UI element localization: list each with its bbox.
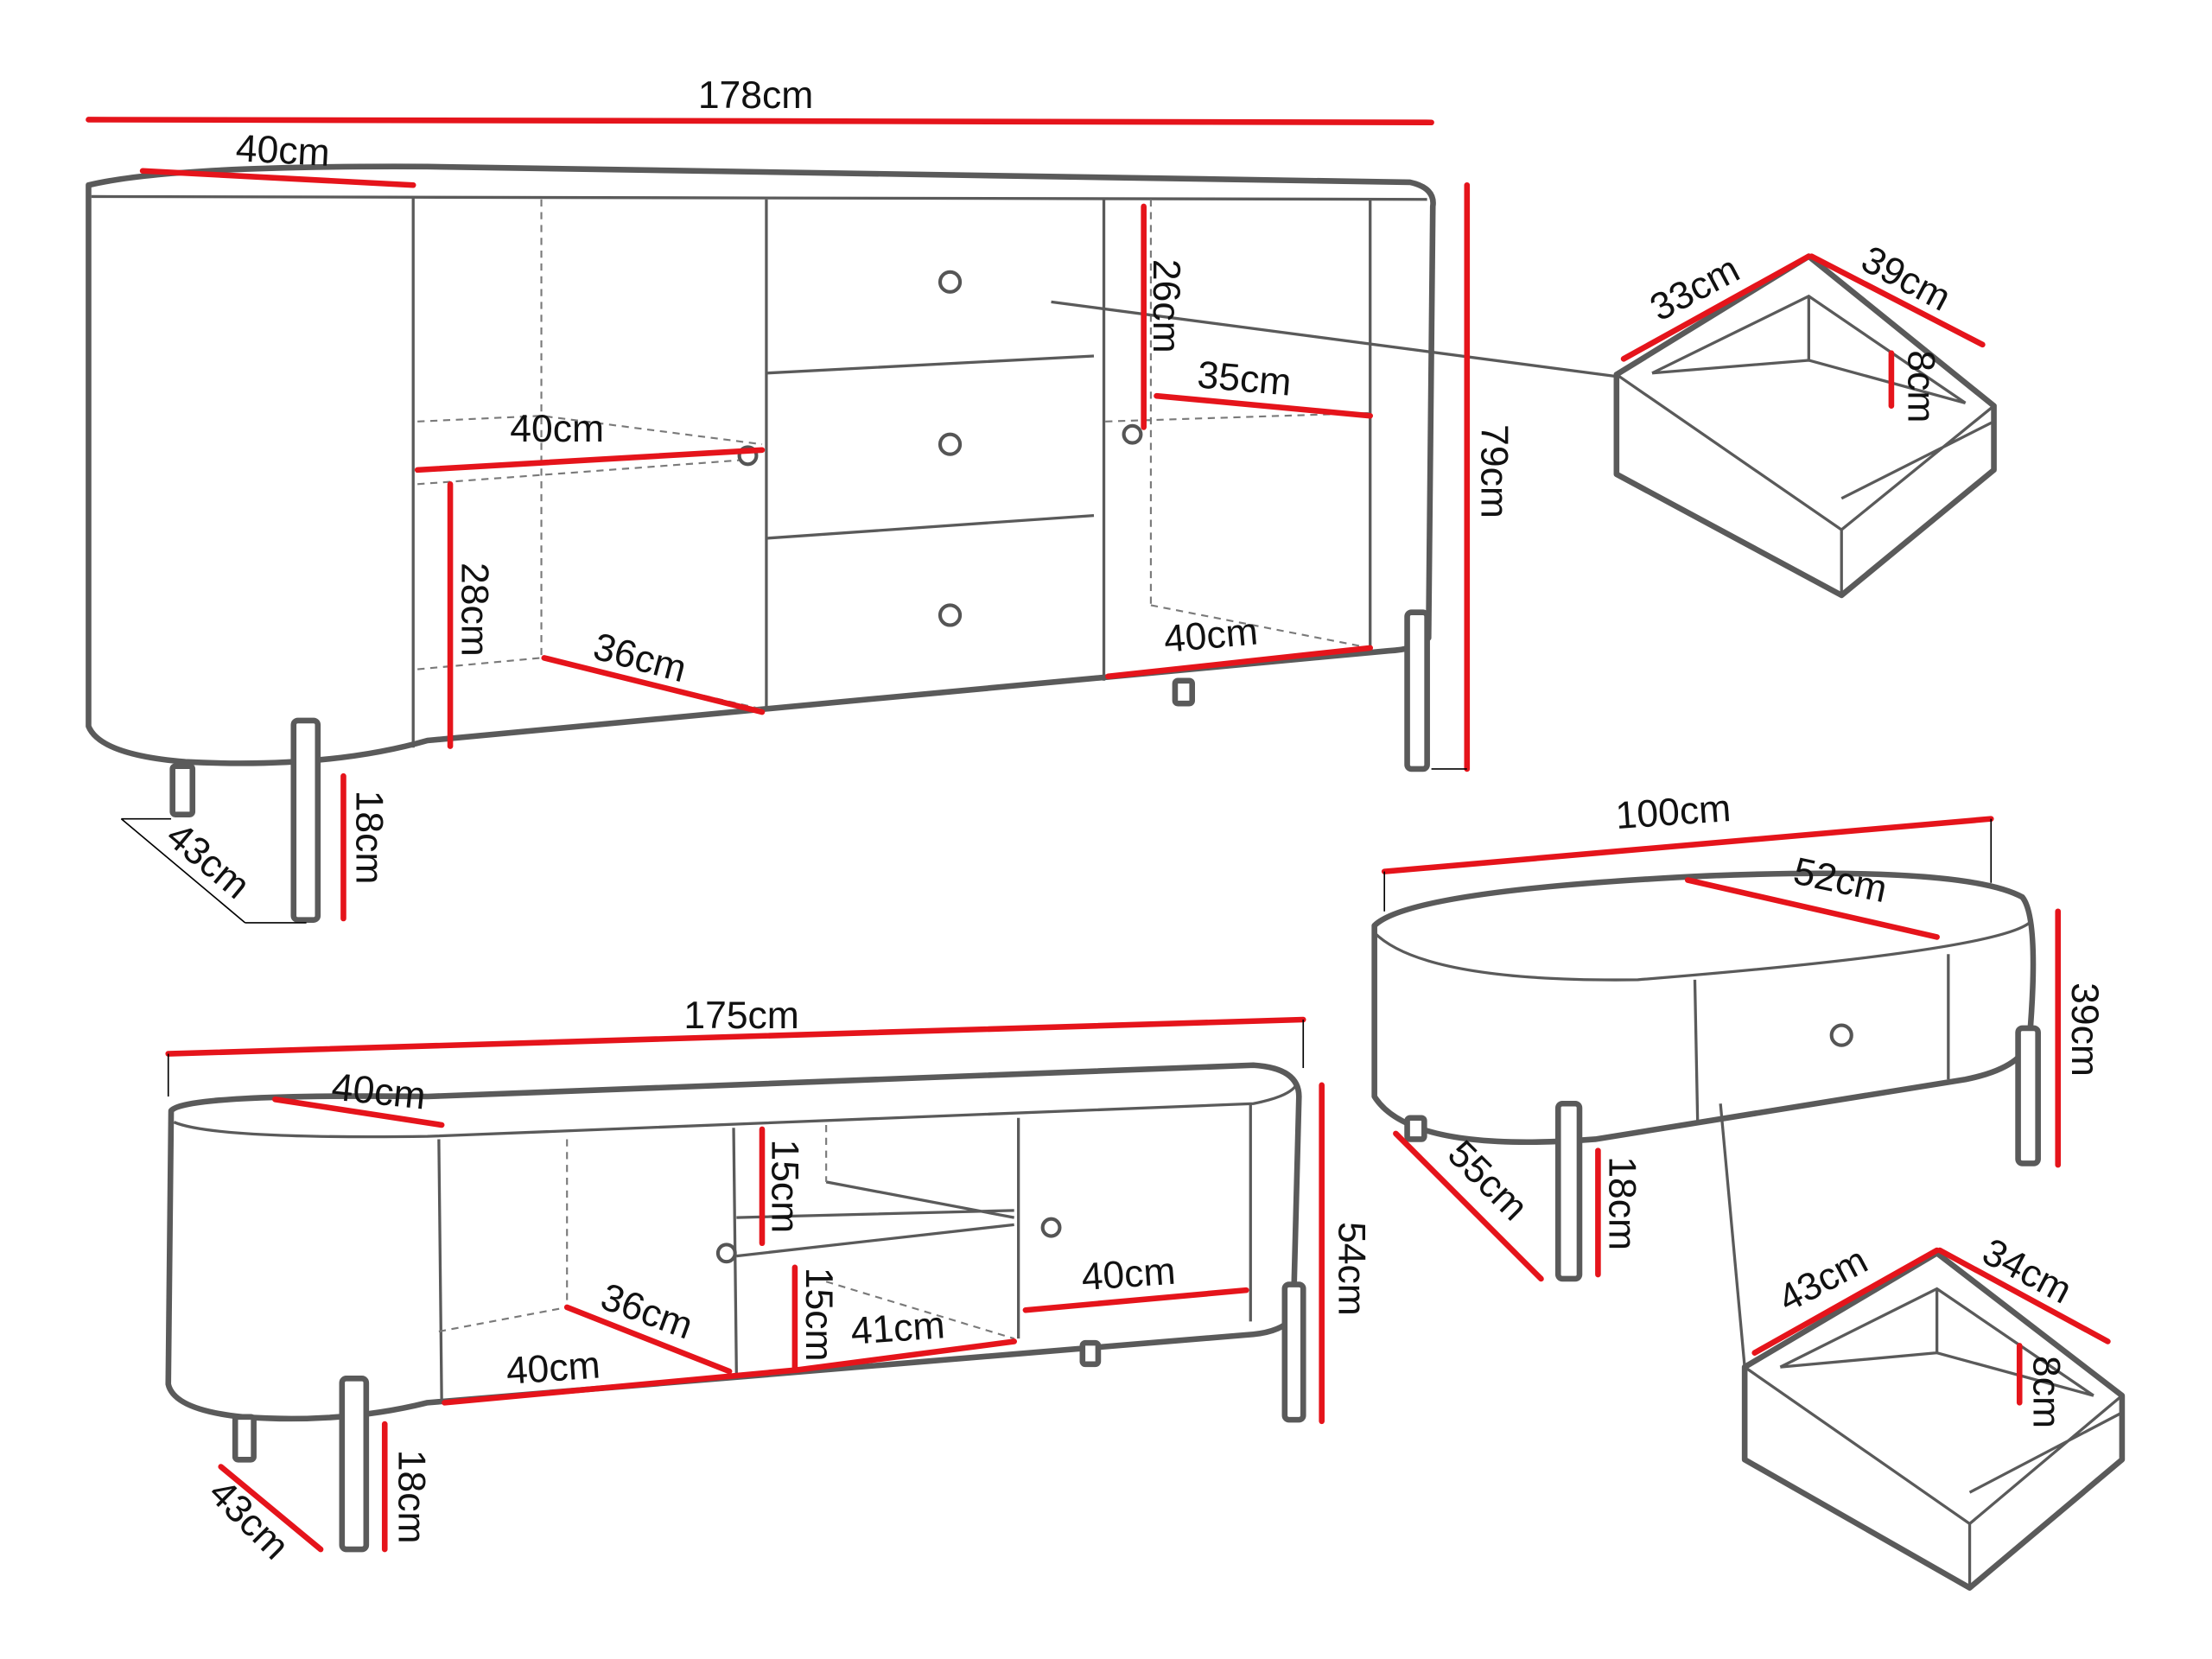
coffee-table-height-label: 39cm (2063, 982, 2106, 1077)
sideboard-width-label: 178cm (698, 74, 814, 117)
door-knob (715, 1243, 737, 1264)
coffee-table-drawer-height-label: 8cm (2025, 1356, 2068, 1428)
sideboard-drawer-height-label: 26cm (1145, 259, 1187, 353)
leg (1404, 1115, 1427, 1142)
tv-stand-depth-label: 40cm (330, 1066, 428, 1118)
coffee-table-width-label: 100cm (1614, 787, 1732, 837)
sideboard-shelf-depth-label: 35cm (1196, 353, 1294, 404)
sideboard-leg-depth-label: 43cm (158, 814, 257, 906)
tv-stand: 175cm 40cm 54cm 15cm 15cm 36cm 40cm 41cm… (165, 995, 1372, 1567)
tv-stand-inner-width-right-label: 40cm (1080, 1250, 1177, 1299)
leg (290, 717, 321, 923)
leg (1172, 677, 1196, 707)
sideboard-inner-width-label: 40cm (1162, 610, 1260, 660)
tv-stand-height-label: 54cm (1330, 1222, 1372, 1316)
leg (2015, 1025, 2041, 1166)
tv-stand-upper-shelf-height-label: 15cm (764, 1139, 806, 1233)
door-knob (1040, 1217, 1062, 1238)
leg (1079, 1339, 1102, 1368)
leg (1554, 1100, 1583, 1282)
sideboard-shelf-width-label: 40cm (510, 408, 604, 450)
tv-stand-leg-height-label: 18cm (391, 1450, 433, 1544)
sideboard-body (86, 163, 1436, 766)
door-knob (1122, 423, 1143, 445)
leg (232, 1414, 257, 1463)
leg (1404, 609, 1430, 772)
sideboard: 178cm 40cm 79cm 26cm 35cm 40cm 28cm 36cm… (86, 74, 1624, 924)
coffee-table-drawer: 43cm 34cm 8cm (1741, 1230, 2126, 1591)
tv-stand-middle-width-label: 41cm (849, 1304, 946, 1352)
tv-stand-lower-shelf-height-label: 15cm (798, 1268, 840, 1362)
coffee-table: 100cm 52cm 39cm 55cm 18cm (1371, 787, 2106, 1368)
sideboard-compartment-height-label: 28cm (453, 563, 495, 657)
sideboard-height-label: 79cm (1472, 424, 1515, 518)
leg (1281, 1281, 1306, 1423)
drawer-knob (1829, 1023, 1853, 1047)
sideboard-leg-height-label: 18cm (347, 791, 390, 885)
drawer-knob (938, 432, 963, 456)
drawer-knob (938, 603, 963, 627)
tv-stand-inner-width-left-label: 40cm (505, 1344, 601, 1392)
drawer-knob (938, 270, 963, 294)
leg (339, 1376, 370, 1553)
sideboard-depth-label: 40cm (235, 127, 331, 175)
sideboard-drawer: 33cm 39cm 8cm (1613, 238, 1997, 599)
sideboard-drawer-height-label: 8cm (1900, 350, 1942, 423)
leg (169, 763, 196, 817)
tv-stand-width-label: 175cm (683, 995, 799, 1037)
coffee-table-leg-height-label: 18cm (1601, 1156, 1643, 1250)
coffee-table-leg-depth-label: 55cm (1440, 1133, 1536, 1230)
